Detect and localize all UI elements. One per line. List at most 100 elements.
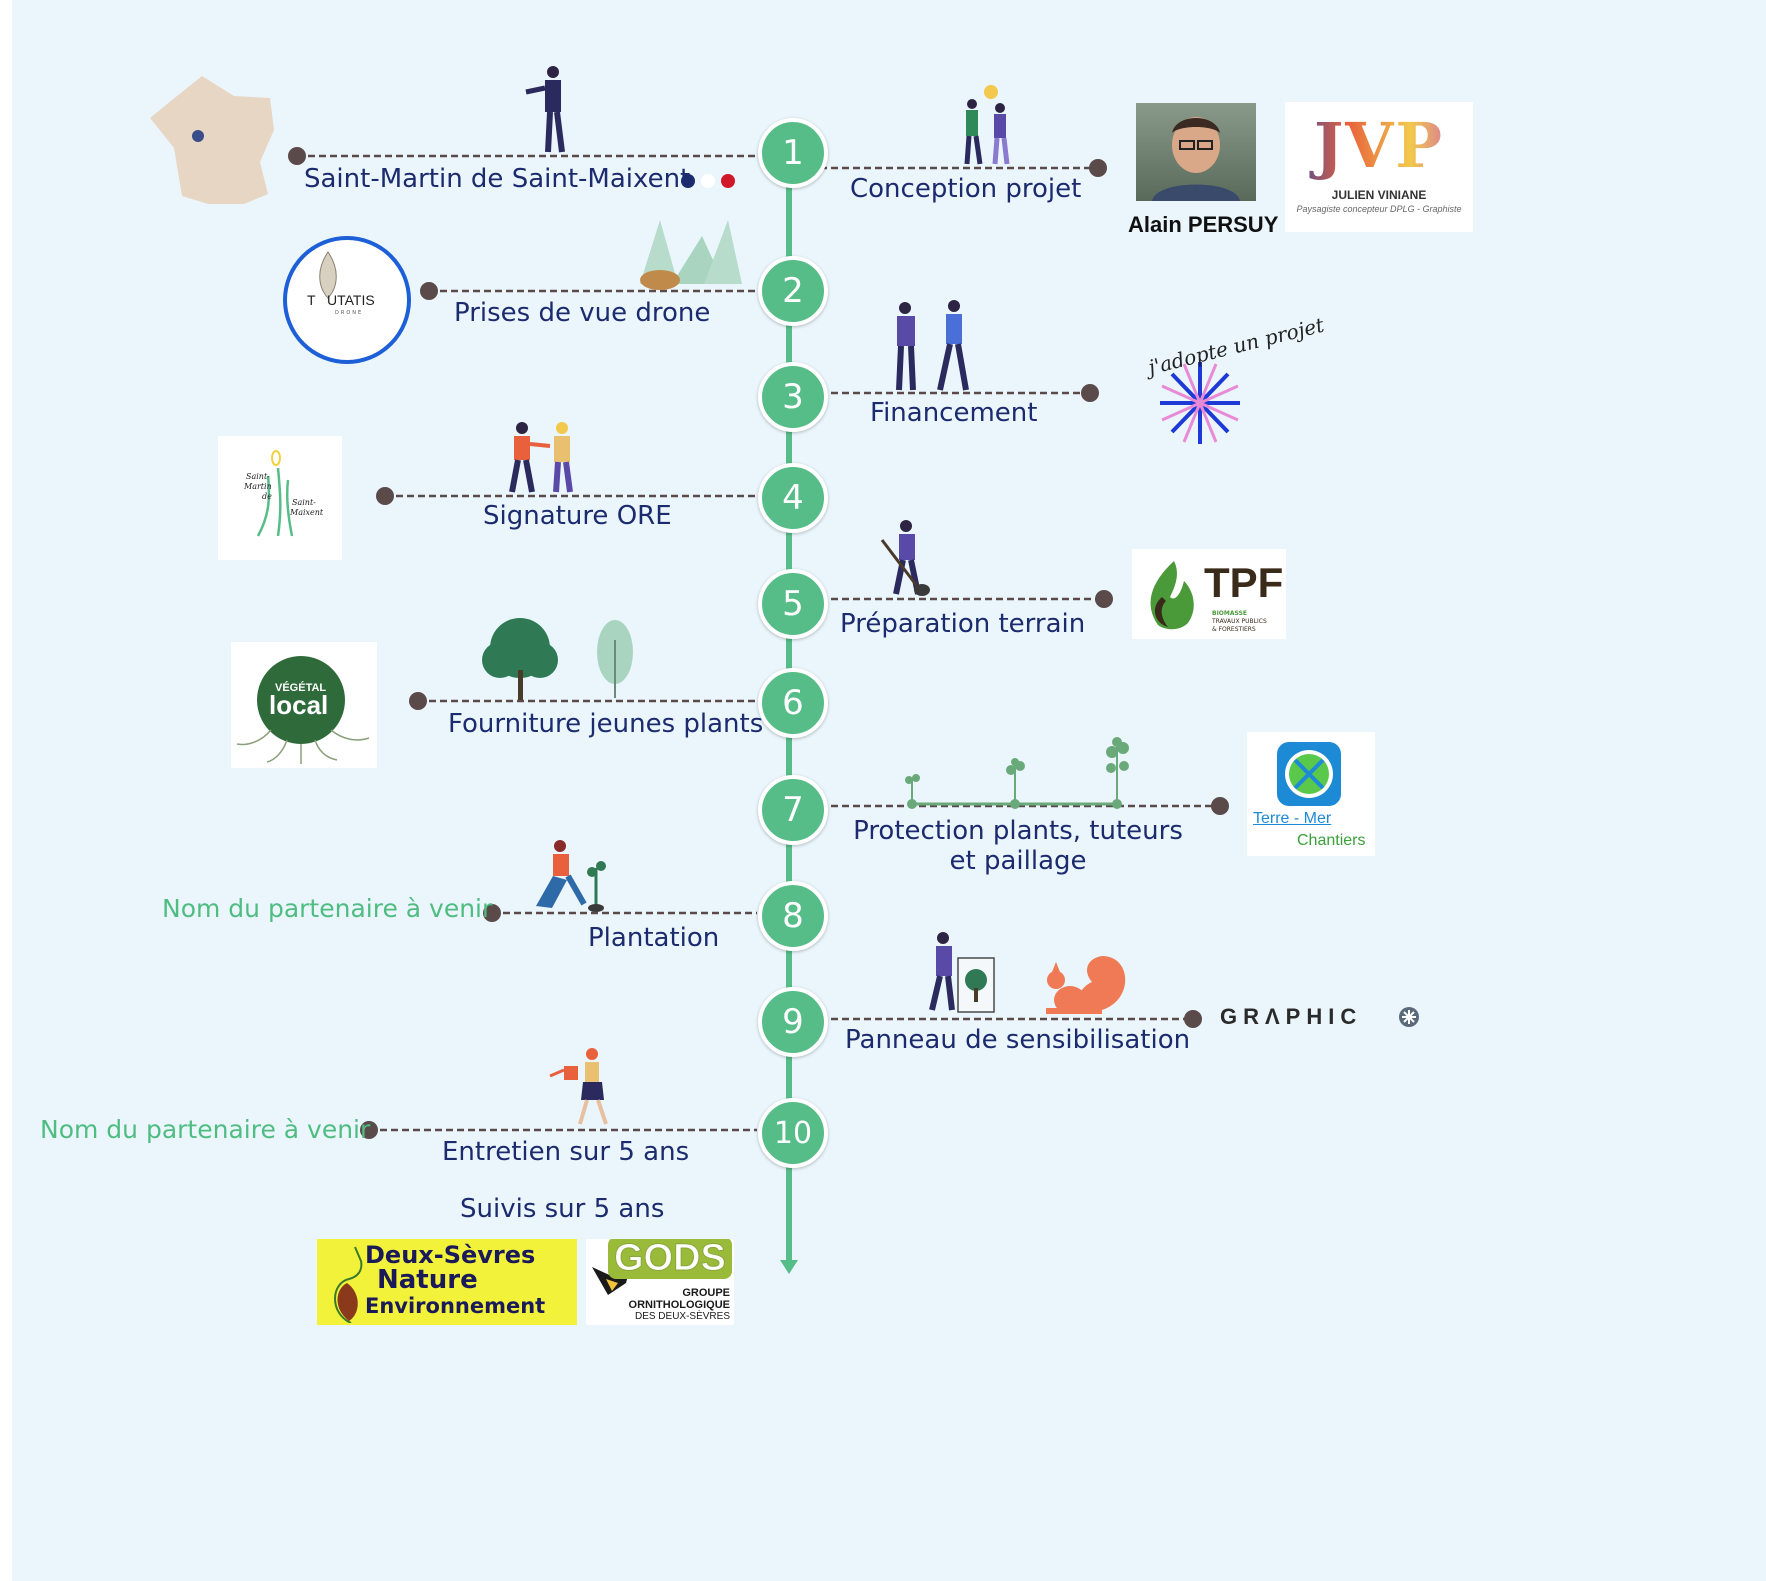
label-plantation: Plantation [588, 923, 720, 953]
step-7-circle: 7 [758, 775, 828, 845]
mayor-person-icon [525, 66, 565, 153]
toutatis-text: T UTATIS [307, 292, 375, 308]
commune-text-1: Saint- [246, 472, 270, 481]
gods-text-3: ORNITHOLOGIQUE [628, 1299, 730, 1311]
connector-dot [483, 904, 501, 922]
step-3-circle: 3 [758, 362, 828, 432]
label-preparation: Préparation terrain [840, 609, 1086, 639]
mountains-drone-icon [640, 220, 742, 290]
connector-dot [376, 487, 394, 505]
digging-person-icon [880, 520, 930, 596]
partner-placeholder-8: Nom du partenaire à venir [162, 894, 493, 923]
gods-text-4: DES DEUX-SÈVRES [634, 1311, 730, 1322]
label-fourniture: Fourniture jeunes plants [448, 709, 764, 739]
flag-dot-white-icon [701, 174, 715, 188]
person-name: Alain PERSUY [1128, 212, 1279, 237]
connector-dot [1095, 590, 1113, 608]
timeline-arrow [780, 1260, 798, 1274]
label-signature: Signature ORE [483, 501, 672, 531]
vegetal-local-logo: VÉGÉTAL local [231, 642, 377, 768]
flag-dot-blue-icon [681, 174, 695, 188]
commune-text-5: Maixent [290, 508, 324, 517]
diagram-canvas: 1 2 3 4 5 6 7 8 9 10 Saint-Martin de Sai… [12, 0, 1766, 1581]
partner-placeholder-10: Nom du partenaire à venir [40, 1115, 371, 1144]
label-conception: Conception projet [850, 174, 1082, 204]
label-protection: Protection plants, tuteurs et paillage [853, 816, 1183, 876]
connector-dot [420, 282, 438, 300]
flag-dot-red-icon [721, 174, 735, 188]
tpf-logo: TPF BIOMASSE TRAVAUX PUBLICS & FORESTIER… [1132, 549, 1286, 639]
toutatis-logo: T UTATIS DRONE [283, 236, 411, 364]
tpf-text: TPF [1204, 559, 1284, 606]
label-commune: Saint-Martin de Saint-Maixent [304, 164, 691, 194]
step-1-circle: 1 [758, 118, 828, 188]
person-photo [1136, 103, 1256, 201]
planting-person-icon [536, 840, 606, 912]
vegetal-roots-icon [236, 656, 370, 764]
gods-text-1: GODS [608, 1239, 732, 1280]
connector-dot [288, 147, 306, 165]
adopte-star-icon [1160, 362, 1240, 444]
dsne-text-1: Deux-Sèvres [365, 1241, 536, 1269]
adopte-projet-logo: j'adopte un projet [1132, 313, 1326, 446]
terre-mer-text-2: Chantiers [1297, 832, 1366, 849]
commune-text-3: de [262, 492, 272, 501]
watering-person-icon [549, 1048, 608, 1125]
panel-person-icon [929, 932, 995, 1013]
vegetal-text-bottom: local [269, 690, 329, 720]
jvp-subtitle: Paysagiste concepteur DPLG - Graphiste [1296, 204, 1462, 214]
connector-dot [360, 1121, 378, 1139]
commune-emblem-icon [256, 450, 294, 537]
tpf-sub-2: TRAVAUX PUBLICS [1212, 618, 1267, 625]
step-5-circle: 5 [758, 569, 828, 639]
terre-mer-text-1: Terre - Mer [1253, 810, 1332, 827]
jvp-logo: JVP JULIEN VINIANE Paysagiste concepteur… [1285, 102, 1473, 232]
label-financement: Financement [870, 398, 1038, 428]
jvp-letters: JVP [1285, 108, 1473, 184]
gods-logo: GODS GROUPE ORNITHOLOGIQUE DES DEUX-SÈVR… [586, 1239, 734, 1325]
step-4-circle: 4 [758, 463, 828, 533]
graphic-logo-text: GRΛPHIC [1220, 1004, 1363, 1029]
tpf-sub-3: & FORESTIERS [1212, 626, 1256, 633]
tpf-flame-icon [1150, 561, 1194, 630]
dsne-text-2: Nature [377, 1265, 478, 1295]
connector-dot [1184, 1010, 1202, 1028]
jvp-name: JULIEN VINIANE [1331, 188, 1427, 202]
label-suivis: Suivis sur 5 ans [460, 1194, 665, 1224]
dsne-logo: Deux-Sèvres Nature Environnement [317, 1239, 577, 1325]
tpf-sub-1: BIOMASSE [1212, 610, 1247, 617]
vegetal-text-top: VÉGÉTAL [275, 682, 327, 694]
label-entretien: Entretien sur 5 ans [442, 1137, 690, 1167]
dsne-text-3: Environnement [365, 1294, 546, 1318]
label-panneau: Panneau de sensibilisation [845, 1025, 1191, 1055]
handshake-people-icon [509, 422, 573, 493]
brainstorm-people-icon [964, 85, 1010, 165]
connector-dot [409, 692, 427, 710]
graphic-flower-icon [1399, 1007, 1419, 1027]
commune-text-2: Martin [244, 482, 272, 491]
dsne-bird-icon [334, 1246, 363, 1323]
trees-icon [482, 618, 633, 700]
step-9-circle: 9 [758, 987, 828, 1057]
connector-dot [1089, 159, 1107, 177]
step-2-circle: 2 [758, 256, 828, 326]
saplings-icon [905, 737, 1129, 809]
step-8-circle: 8 [758, 881, 828, 951]
location-pin-icon [192, 130, 204, 142]
label-drone: Prises de vue drone [454, 298, 711, 328]
gods-text-2: GROUPE [682, 1287, 730, 1299]
step-10-circle: 10 [758, 1098, 828, 1168]
person-portrait-icon [1152, 117, 1240, 201]
france-map-icon [150, 76, 274, 204]
terre-mer-logo: Terre - Mer Chantiers [1247, 732, 1375, 856]
terre-mer-emblem-icon [1277, 742, 1341, 806]
connector-dot [1211, 797, 1229, 815]
connector-dot [1081, 384, 1099, 402]
timeline-svg [150, 66, 1229, 1274]
step-6-circle: 6 [758, 668, 828, 738]
squirrel-icon [1046, 956, 1126, 1014]
finance-people-icon [896, 300, 969, 391]
toutatis-subtext: DRONE [335, 310, 364, 316]
feather-icon [319, 251, 337, 299]
commune-logo: Saint- Martin de Saint- Maixent [218, 436, 342, 560]
